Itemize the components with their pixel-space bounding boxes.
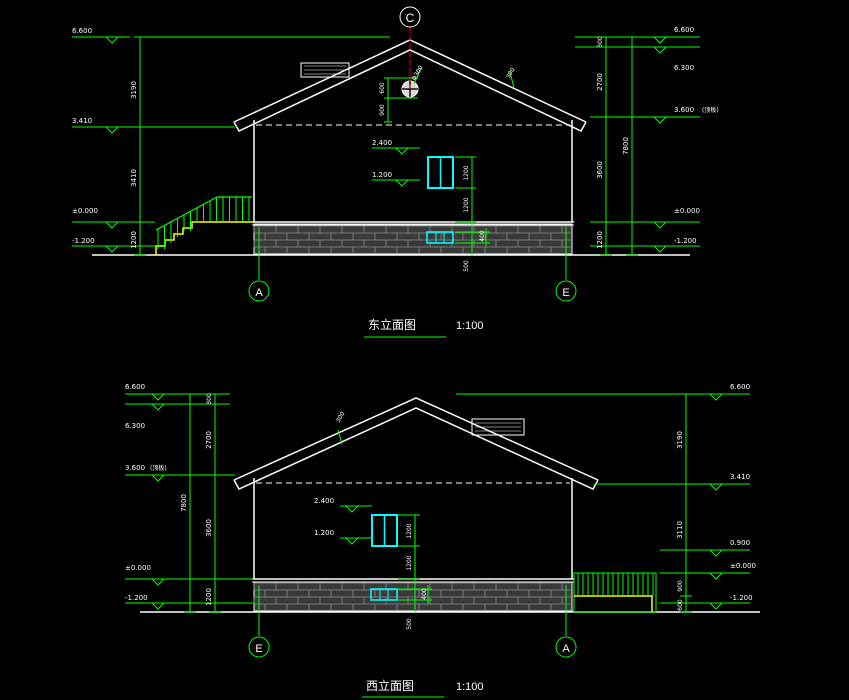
center-dim-lines <box>372 67 515 255</box>
level-label: 1.200 <box>314 529 334 537</box>
dim-label: 2700 <box>205 431 213 449</box>
level-label: 0.900 <box>730 539 750 547</box>
brick-pattern <box>253 225 572 254</box>
level-label: ±0.000 <box>72 207 98 215</box>
level-label: -1.200 <box>125 594 148 602</box>
roof-inner <box>233 407 599 490</box>
axis-label-a: A <box>255 287 263 299</box>
dim-label: 500 <box>463 260 470 272</box>
dim-label: 7800 <box>180 494 188 512</box>
axis-bubble-a <box>555 636 577 658</box>
dim-label: 1200 <box>205 588 213 606</box>
chimney <box>300 62 350 78</box>
east-basement-vent <box>426 231 454 244</box>
level-label: 6.600 <box>674 26 694 34</box>
level-label: 3.410 <box>72 117 92 125</box>
chimney <box>471 418 525 436</box>
dim-label: 1200 <box>130 231 138 249</box>
right-level-markers <box>575 36 700 256</box>
axis-bubble-c <box>399 6 421 28</box>
level-label: -1.200 <box>72 237 95 245</box>
dim-label: 1200 <box>463 165 470 180</box>
dim-label: 3600 <box>205 519 213 537</box>
dim-label: 2700 <box>596 73 604 91</box>
dim-label: 600 <box>379 82 386 94</box>
roof-dim-label: 300 <box>335 410 347 424</box>
axis-bubble-e <box>555 280 577 302</box>
right-level-markers <box>456 393 750 613</box>
brick-plinth <box>253 223 573 255</box>
dim-label: 400 <box>421 588 428 600</box>
level-label: 6.600 <box>125 383 145 391</box>
dim-label: 1200 <box>463 197 470 212</box>
roof-outer <box>233 397 599 481</box>
level-label: 2.400 <box>372 139 392 147</box>
level-label: -1.200 <box>674 237 697 245</box>
dim-label: 900 <box>379 104 386 116</box>
drawing-title-west: 西立面图 <box>366 678 414 693</box>
level-label: 1.200 <box>372 171 392 179</box>
level-label: ±0.000 <box>674 207 700 215</box>
chimney-hatch <box>304 65 346 75</box>
level-label: 3.600 <box>125 464 145 472</box>
dim-label: 3110 <box>676 521 684 539</box>
level-label: 6.600 <box>730 383 750 391</box>
level-note: (顶板) <box>702 106 719 114</box>
dim-label: 900 <box>677 580 684 592</box>
dim-label: 400 <box>479 230 486 242</box>
chimney-hatch <box>475 422 521 432</box>
axis-label-e: E <box>562 287 569 299</box>
dim-label: 1200 <box>406 555 413 570</box>
roof-inner <box>233 49 587 132</box>
dim-label: 1200 <box>406 523 413 538</box>
dim-label: 500 <box>406 618 413 630</box>
drawing-scale-west: 1:100 <box>456 681 484 693</box>
dim-label: 300 <box>206 393 213 405</box>
dim-label: 1200 <box>596 231 604 249</box>
dim-label: 3190 <box>676 431 684 449</box>
axis-bubble-a <box>248 280 270 302</box>
vent-label: Φ300 <box>411 64 425 82</box>
axis-label-e: E <box>255 643 262 655</box>
left-level-markers <box>72 36 390 256</box>
axis-label-c: C <box>406 11 415 25</box>
center-dim-lines <box>337 429 432 612</box>
brick-pattern <box>253 582 572 611</box>
left-level-markers <box>125 393 254 613</box>
west-basement-vent <box>370 588 398 601</box>
drawing-title-east: 东立面图 <box>368 317 416 332</box>
level-label: 3.410 <box>730 473 750 481</box>
dim-label: 7800 <box>622 137 630 155</box>
level-label: 6.600 <box>72 27 92 35</box>
dim-label: 300 <box>597 36 604 48</box>
level-note: (顶板) <box>150 464 167 472</box>
level-label: ±0.000 <box>730 562 756 570</box>
dim-label: 600 <box>677 599 684 611</box>
level-label: 2.400 <box>314 497 334 505</box>
level-label: 3.600 <box>674 106 694 114</box>
axis-bubble-e <box>248 636 270 658</box>
exterior-stair <box>155 196 254 255</box>
brick-plinth <box>253 581 573 612</box>
drawing-scale-east: 1:100 <box>456 320 484 332</box>
level-label: -1.200 <box>730 594 753 602</box>
side-platform <box>573 572 657 613</box>
level-label: 6.300 <box>674 64 694 72</box>
west-elevation: 6.600 6.300 3.600 (顶板) ±0.000 -1.200 780… <box>125 383 760 698</box>
dim-label: 3410 <box>130 169 138 187</box>
dim-label: 3600 <box>596 161 604 179</box>
dim-label: 3190 <box>130 81 138 99</box>
roof-dim-label: 300 <box>505 66 517 80</box>
axis-label-a: A <box>562 643 570 655</box>
level-label: 6.300 <box>125 422 145 430</box>
east-elevation: C 6.600 3.410 ±0.000 -1.200 3190 <box>72 6 719 338</box>
level-label: ±0.000 <box>125 564 151 572</box>
